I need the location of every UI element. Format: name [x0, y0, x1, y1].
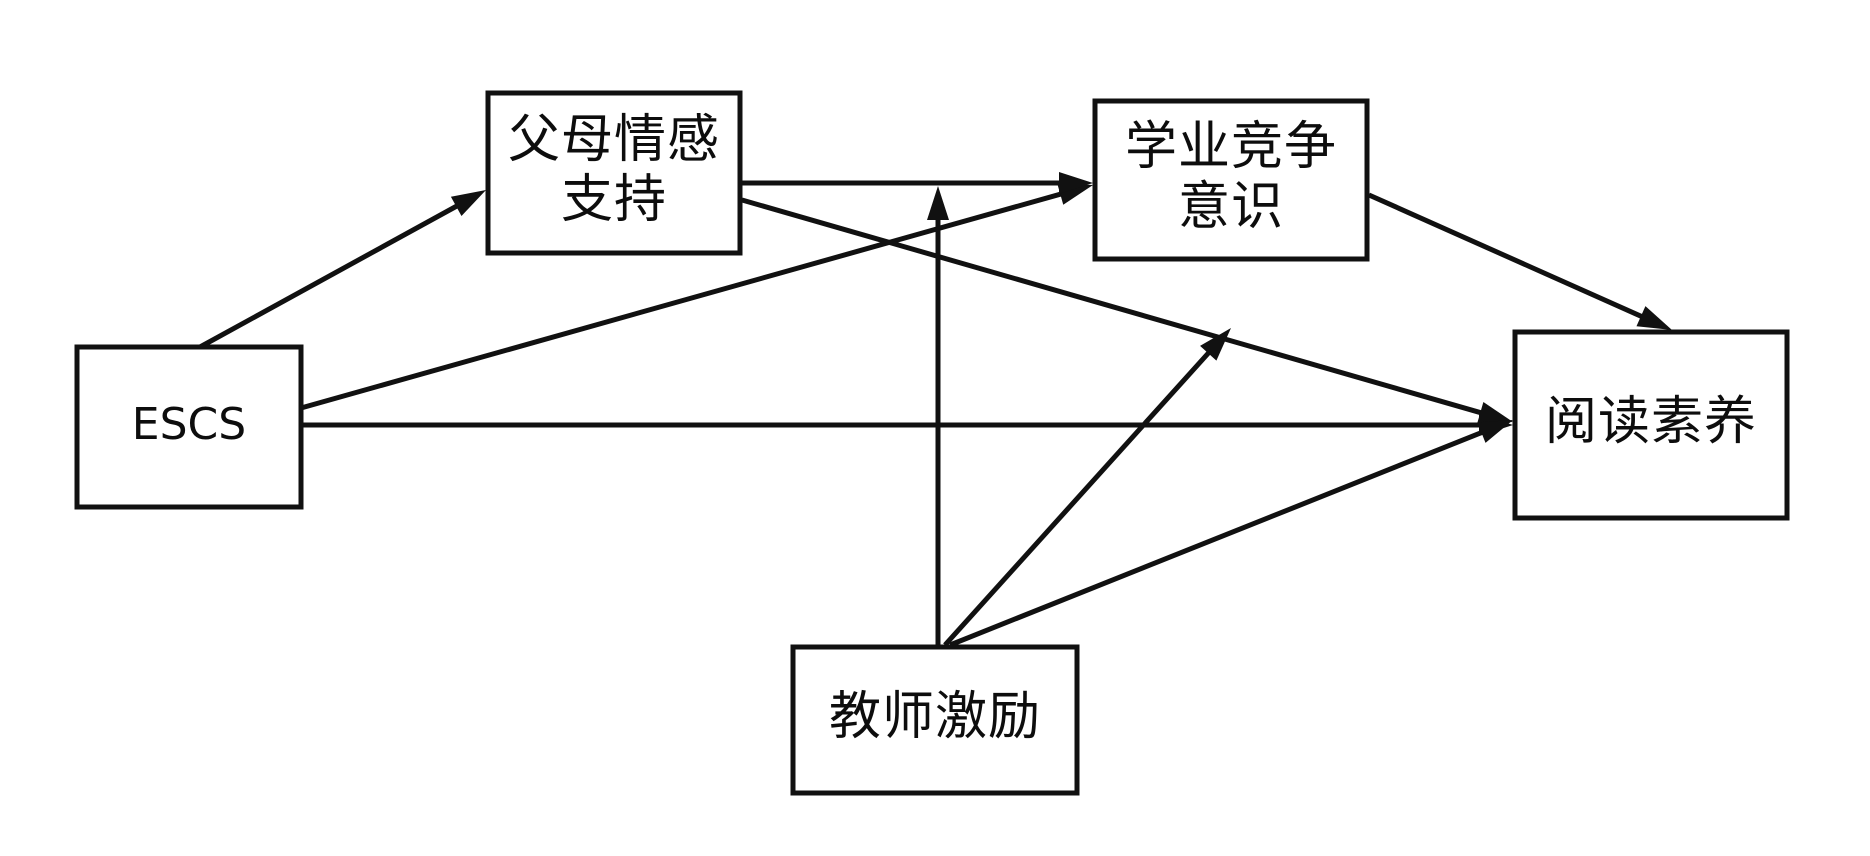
node-label: ESCS — [132, 399, 246, 450]
node-label: 支持 — [561, 170, 667, 230]
node-box[interactable] — [485, 90, 743, 256]
arrowhead-icon — [1200, 328, 1231, 361]
arrowhead-icon — [1636, 306, 1672, 330]
edges-layer — [198, 172, 1672, 648]
node-label: 学业竞争 — [1125, 117, 1337, 177]
node-label: 父母情感 — [508, 110, 720, 170]
edge-escs-to-parent_support — [198, 190, 486, 350]
arrowhead-icon — [450, 190, 486, 217]
edge-teacher_motivation-to-academic_competition — [943, 328, 1231, 647]
arrowhead-icon — [1059, 172, 1093, 194]
node-label: 意识 — [1178, 177, 1284, 237]
node-box[interactable] — [1512, 329, 1790, 521]
edge-teacher_motivation-to-reading_literacy — [949, 420, 1513, 648]
node-label: 阅读素养 — [1545, 392, 1757, 452]
edge-line — [949, 424, 1497, 648]
arrowhead-icon — [1477, 420, 1513, 443]
edge-academic_competition-to-reading_literacy — [1367, 192, 1672, 330]
node-escs[interactable]: ESCS — [74, 344, 304, 510]
edge-teacher_motivation-to-parent_support — [927, 186, 949, 645]
node-reading_literacy[interactable]: 阅读素养 — [1512, 329, 1790, 521]
edge-line — [943, 340, 1221, 647]
node-label: 教师激励 — [829, 687, 1041, 747]
edge-parent_support-to-academic_competition — [742, 172, 1093, 194]
node-box[interactable] — [1092, 98, 1370, 262]
arrowhead-icon — [1477, 402, 1513, 424]
node-teacher_motivation[interactable]: 教师激励 — [790, 644, 1080, 796]
edge-line — [198, 196, 471, 350]
edge-parent_support-to-reading_literacy — [741, 197, 1513, 424]
node-box[interactable] — [74, 344, 304, 510]
edge-line — [300, 187, 1076, 411]
edge-escs-to-reading_literacy — [301, 414, 1513, 436]
node-box[interactable] — [790, 644, 1080, 796]
arrowhead-icon — [927, 186, 949, 220]
edge-line — [1367, 192, 1656, 325]
edge-line — [741, 197, 1496, 420]
